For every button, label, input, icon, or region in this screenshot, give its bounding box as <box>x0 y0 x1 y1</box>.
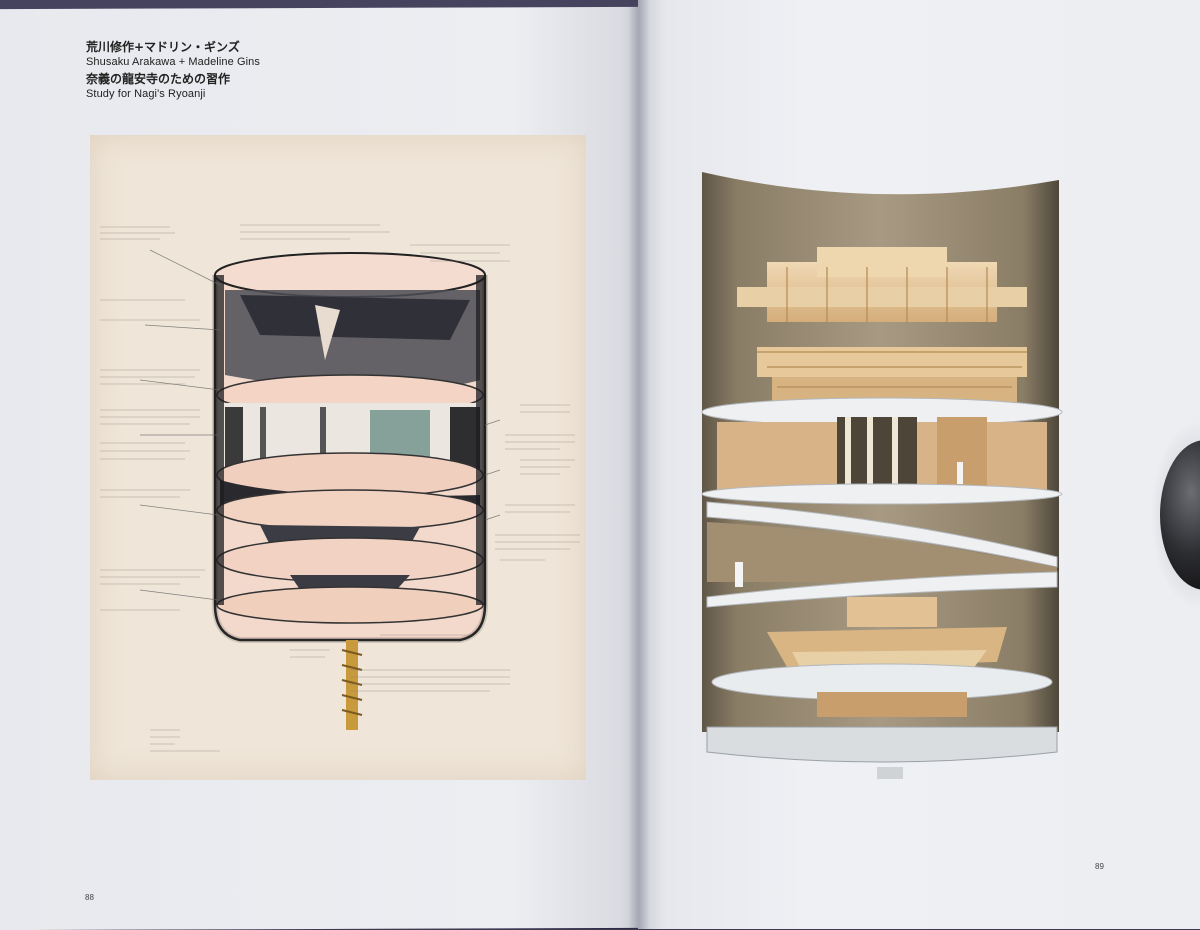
book-gutter <box>628 0 650 929</box>
work-title-jp: 奈義の龍安寺のための習作 <box>86 72 231 86</box>
study-drawing <box>90 135 586 780</box>
cylinder-section-drawing <box>100 224 580 752</box>
artist-name-jp: 荒川修作+マドリン・ギンズ <box>86 40 240 54</box>
work-title-en: Study for Nagi's Ryoanji <box>86 88 206 100</box>
page-number-left: 88 <box>85 893 94 902</box>
model-cutaway <box>701 172 1063 779</box>
architectural-model-photo <box>697 172 1063 792</box>
caption-block: 荒川修作+マドリン・ギンズ Shusaku Arakawa + Madeline… <box>86 40 386 101</box>
page-number-right: 89 <box>1095 862 1104 871</box>
artist-name-en: Shusaku Arakawa + Madeline Gins <box>86 56 261 68</box>
